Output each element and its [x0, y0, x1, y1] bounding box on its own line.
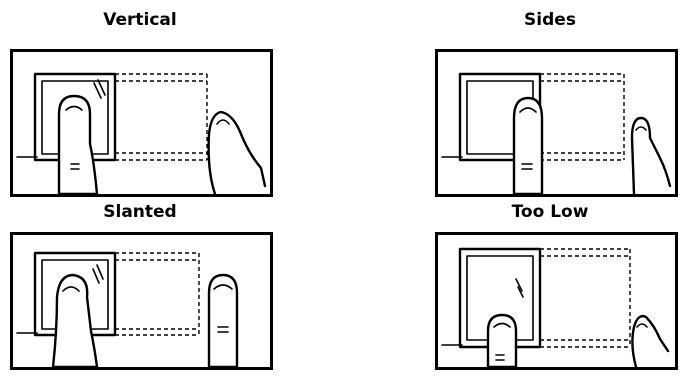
vertical-illustration	[13, 52, 270, 194]
sides-illustration	[438, 52, 675, 194]
panel-vertical	[10, 49, 273, 197]
too-low-illustration	[438, 235, 675, 367]
panel-sides	[435, 49, 678, 197]
label-vertical: Vertical	[60, 10, 220, 30]
label-sides: Sides	[470, 10, 630, 30]
label-too-low: Too Low	[470, 202, 630, 222]
slanted-illustration	[13, 235, 270, 367]
panel-slanted	[10, 232, 273, 370]
panel-too-low	[435, 232, 678, 370]
label-slanted: Slanted	[60, 202, 220, 222]
